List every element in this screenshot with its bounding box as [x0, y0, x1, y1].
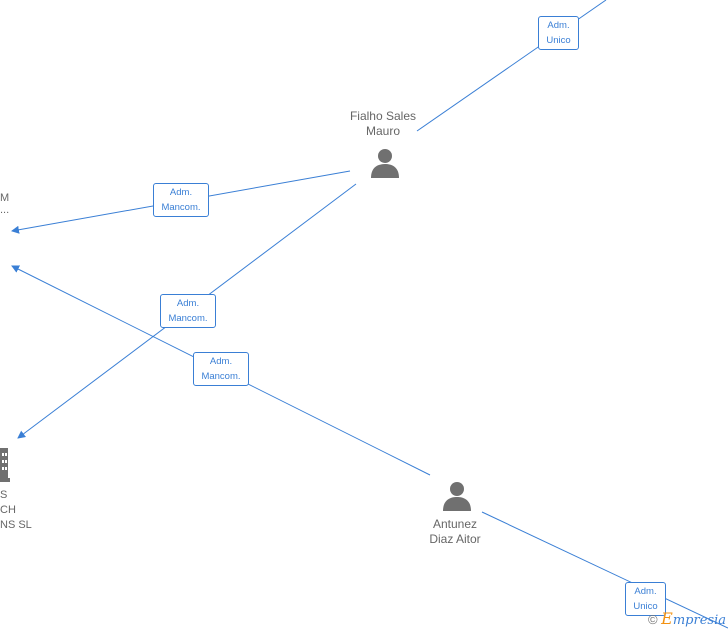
edge-label-badge[interactable]: Adm. Mancom.: [153, 183, 209, 217]
edge-label-badge[interactable]: Adm. Unico: [538, 16, 579, 50]
company-name-line1: M: [0, 192, 10, 204]
brand-watermark: © Empresia: [648, 609, 726, 628]
brand-initial: E: [661, 609, 673, 628]
badge-role: Adm.: [547, 20, 570, 31]
badge-role: Adm.: [209, 356, 233, 367]
company-label-bottom[interactable]: S CH NS SL: [0, 488, 32, 533]
building-icon: [0, 448, 10, 482]
badge-role: Adm.: [176, 298, 200, 309]
person-icon[interactable]: [370, 148, 400, 178]
badge-type: Mancom.: [161, 202, 201, 213]
copyright-symbol: ©: [647, 612, 658, 627]
edge-label-badge[interactable]: Adm. Mancom.: [160, 294, 216, 328]
edge-label-badge[interactable]: Adm. Mancom.: [193, 352, 249, 386]
person-label-fialho[interactable]: Fialho Sales Mauro: [340, 109, 426, 139]
company-name-line2: CH: [0, 504, 16, 516]
company-name-line3: NS SL: [0, 519, 32, 531]
person-name-line2: Mauro: [365, 124, 400, 138]
company-name-line2: ...: [0, 204, 10, 216]
badge-role: Adm.: [169, 187, 193, 198]
person-name-line1: Fialho Sales: [349, 109, 417, 123]
badge-type: Mancom.: [168, 313, 208, 324]
person-label-antunez[interactable]: Antunez Diaz Aitor: [415, 517, 495, 547]
person-name-line2: Diaz Aitor: [429, 532, 481, 546]
badge-type: Unico: [633, 601, 658, 612]
badge-role: Adm.: [634, 586, 657, 597]
company-label-top[interactable]: M ...: [0, 191, 9, 218]
company-name-line1: S: [0, 489, 8, 501]
edge-label-badge[interactable]: Adm. Unico: [625, 582, 666, 616]
person-name-line1: Antunez: [432, 517, 478, 531]
badge-type: Mancom.: [201, 371, 241, 382]
badge-type: Unico: [546, 35, 571, 46]
edge-antunez-bottom-right: [481, 511, 728, 629]
person-icon[interactable]: [442, 481, 472, 511]
brand-name: mpresia: [672, 613, 726, 628]
